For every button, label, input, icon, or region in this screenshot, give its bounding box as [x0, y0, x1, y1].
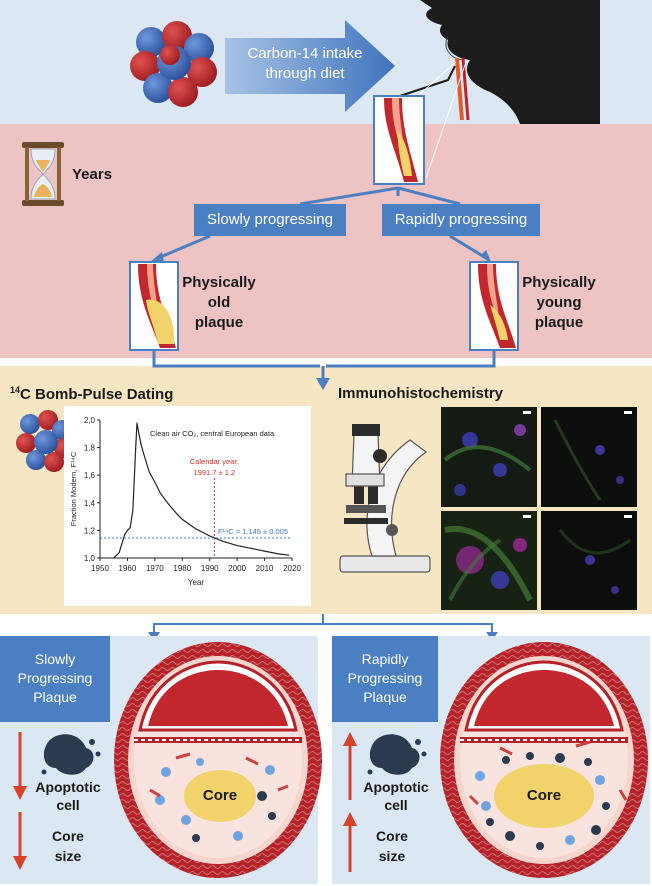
- old-plaque-line3: plaque: [194, 314, 244, 331]
- bomb-pulse-chart: 1950 1960 1970 1980 1990 2000 2010 2020 1,0 1,2 1,…: [69, 416, 301, 587]
- young-plaque-line3: plaque: [534, 314, 584, 331]
- rapid-core-line2: size: [378, 848, 406, 864]
- old-plaque-label: Physically old plaque: [176, 273, 262, 333]
- bomb-pulse-chart-panel: 1950 1960 1970 1980 1990 2000 2010 2020 1,0 1,2 1,…: [64, 406, 311, 606]
- slow-title-box: [0, 636, 110, 722]
- rapid-core-size-label: Core size: [352, 826, 432, 866]
- series-line: [113, 422, 290, 559]
- carbon-atom-icon: [130, 21, 217, 107]
- calendar-annotation-value: 1991.7 ± 1.2: [194, 468, 236, 477]
- slow-branch-box: Slowly progressing: [194, 204, 346, 236]
- microscope-icon: [339, 424, 431, 573]
- slow-apoptotic-line1: Apoptotic: [35, 779, 101, 795]
- chart-title: Clean air CO₂, central European data: [150, 429, 275, 438]
- slow-apoptotic-down-arrow-icon: [13, 732, 27, 800]
- slow-core-line1: Core: [52, 828, 84, 844]
- x-axis-label: Year: [188, 578, 205, 587]
- rapid-branch-box: Rapidly progressing: [382, 204, 540, 236]
- slow-title-line2: Progressing: [17, 670, 93, 686]
- intake-label: Carbon-14 intake through diet: [230, 44, 380, 84]
- intake-line2: through diet: [265, 65, 345, 82]
- x-tick-label: 2010: [256, 564, 274, 573]
- rapid-title-box: [332, 636, 438, 722]
- rapid-apoptotic-line1: Apoptotic: [363, 779, 429, 795]
- x-tick-label: 1970: [146, 564, 164, 573]
- rapid-core-up-arrow-icon: [343, 812, 357, 872]
- merge-arrowhead: [316, 378, 330, 390]
- x-tick-label: 1950: [91, 564, 109, 573]
- x-tick-label: 2020: [283, 564, 301, 573]
- slow-artery-cross-section-icon: [114, 642, 322, 878]
- x-tick-label: 2000: [228, 564, 246, 573]
- hourglass-icon: [22, 142, 64, 206]
- rapid-artery-cross-section-icon: [440, 642, 648, 878]
- y-tick-label: 1,6: [84, 471, 96, 480]
- slow-core-line2: size: [54, 848, 82, 864]
- intake-line1: Carbon-14 intake: [247, 45, 363, 62]
- outcome-arrows: [153, 614, 493, 634]
- y-tick-label: 1,2: [84, 526, 96, 535]
- head-silhouette-icon: [399, 0, 600, 179]
- dating-title-sup: 14: [10, 385, 21, 395]
- rapid-apoptotic-cell-icon: [367, 734, 427, 775]
- rapid-branch-label: Rapidly progressing: [394, 211, 528, 228]
- young-plaque-line1: Physically: [522, 274, 596, 291]
- rapid-apoptotic-line2: cell: [384, 797, 408, 813]
- rapid-apoptotic-label: Apoptotic cell: [356, 778, 436, 814]
- slow-title-line1: Slowly: [34, 651, 76, 667]
- years-label: Years: [72, 166, 113, 183]
- x-tick-label: 1980: [173, 564, 191, 573]
- old-plaque-line2: old: [207, 294, 231, 311]
- slow-title-line3: Plaque: [33, 689, 77, 705]
- slow-core-down-arrow-icon: [13, 812, 27, 870]
- dating-title-text: C Bomb-Pulse Dating: [20, 386, 174, 403]
- old-plaque-vessel-icon: [129, 261, 179, 351]
- dating-title: 14C Bomb-Pulse Dating: [10, 385, 173, 403]
- rapid-panel-title: Rapidly Progressing Plaque: [332, 650, 438, 707]
- rapid-title-line2: Progressing: [347, 670, 423, 686]
- intake-arrow: [225, 20, 395, 112]
- rapid-title-line1: Rapidly: [361, 651, 409, 667]
- years-band: [0, 124, 652, 358]
- y-tick-label: 1,4: [84, 499, 96, 508]
- slow-core-size-label: Core size: [28, 826, 108, 866]
- slow-apoptotic-label: Apoptotic cell: [28, 778, 108, 814]
- slow-panel-title: Slowly Progressing Plaque: [0, 650, 110, 707]
- y-axis-label: Fraction Modern, F¹⁴C: [69, 451, 78, 526]
- slow-apoptotic-line2: cell: [56, 797, 80, 813]
- ihc-images: [441, 407, 637, 610]
- young-plaque-label: Physically young plaque: [516, 273, 602, 333]
- rapid-apoptotic-up-arrow-icon: [343, 732, 357, 800]
- rapid-title-line3: Plaque: [363, 689, 407, 705]
- y-tick-label: 1,8: [84, 444, 96, 453]
- slow-apoptotic-cell-icon: [41, 734, 101, 775]
- calendar-annotation-label: Calendar year:: [190, 457, 239, 466]
- young-plaque-vessel-icon: [469, 261, 519, 351]
- artery-zoom-icon: [373, 95, 425, 185]
- branch-arrows: [150, 186, 492, 264]
- y-tick-label: 1,0: [84, 554, 96, 563]
- y-tick-label: 2,0: [84, 416, 96, 425]
- rapid-core-label: Core: [526, 787, 562, 804]
- ihc-title: Immunohistochemistry: [338, 385, 504, 402]
- x-tick-label: 1990: [201, 564, 219, 573]
- young-plaque-line2: young: [536, 294, 582, 311]
- slow-branch-label: Slowly progressing: [207, 211, 333, 228]
- x-tick-label: 1960: [119, 564, 137, 573]
- slow-core-label: Core: [202, 787, 238, 804]
- old-plaque-line1: Physically: [182, 274, 256, 291]
- f14c-annotation-label: F¹⁴C = 1.145 ± 0.005: [218, 527, 288, 536]
- rapid-core-line1: Core: [376, 828, 408, 844]
- merge-arrows: [152, 350, 496, 380]
